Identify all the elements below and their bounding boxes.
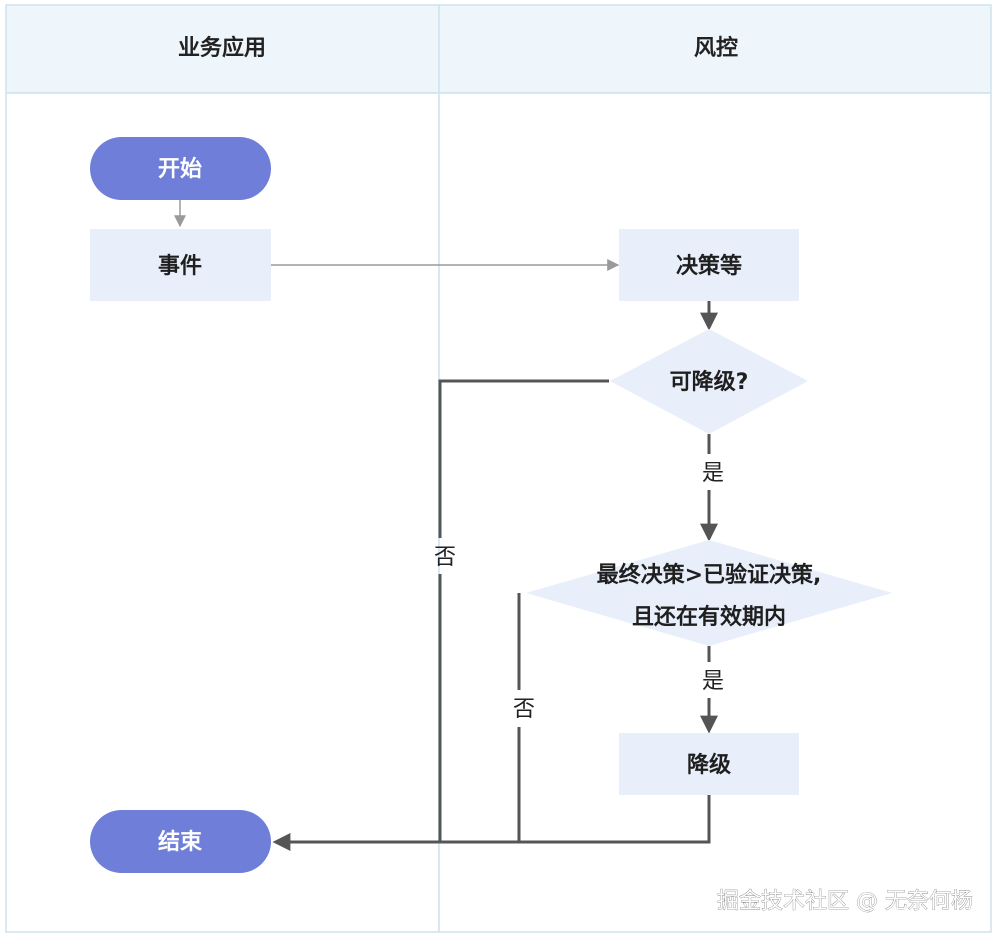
yes-label-verify: 是 [702, 669, 724, 694]
watermark-text: 掘金技术社区 @ 无奈何杨 [717, 889, 973, 914]
event-label: 事件 [158, 253, 202, 279]
verify-decision-diamond [526, 540, 892, 646]
can-degrade-label: 可降级? [670, 369, 749, 395]
can-degrade-diamond [610, 329, 808, 434]
end-terminal-shape [90, 810, 271, 873]
node-decision-process: 决策等 [619, 229, 799, 301]
end-label: 结束 [158, 829, 203, 855]
node-end: 结束 [90, 810, 271, 873]
lane-body-left [5, 92, 440, 933]
degrade-label: 降级 [687, 752, 731, 778]
lane-body-right [438, 92, 992, 933]
verify-decision-label-line2: 且还在有效期内 [632, 604, 786, 630]
lane-title-business: 业务应用 [178, 35, 266, 61]
no-label-verify: 否 [513, 697, 535, 722]
yes-label-can-degrade: 是 [702, 461, 724, 486]
connectors [174, 200, 718, 851]
edge-can-degrade-no-top [438, 379, 609, 538]
degrade-process-shape [619, 733, 799, 795]
node-can-degrade: 可降级? [610, 329, 808, 434]
node-verify-decision: 最终决策>已验证决策, 且还在有效期内 [526, 540, 892, 646]
decision-process-label: 决策等 [676, 253, 742, 279]
start-terminal-shape [90, 137, 271, 200]
event-process-shape [90, 229, 271, 301]
start-label: 开始 [158, 156, 202, 182]
lane-header-left [5, 4, 440, 94]
node-event: 事件 [90, 229, 271, 301]
decision-process-shape [619, 229, 799, 301]
node-start: 开始 [90, 137, 271, 200]
verify-decision-label-line1: 最终决策>已验证决策, [597, 562, 822, 588]
no-label-can-degrade: 否 [434, 545, 456, 570]
node-degrade: 降级 [619, 733, 799, 795]
lane-title-risk-control: 风控 [694, 35, 738, 61]
edge-degrade-to-end [272, 795, 711, 851]
lane-header-right [438, 4, 992, 94]
